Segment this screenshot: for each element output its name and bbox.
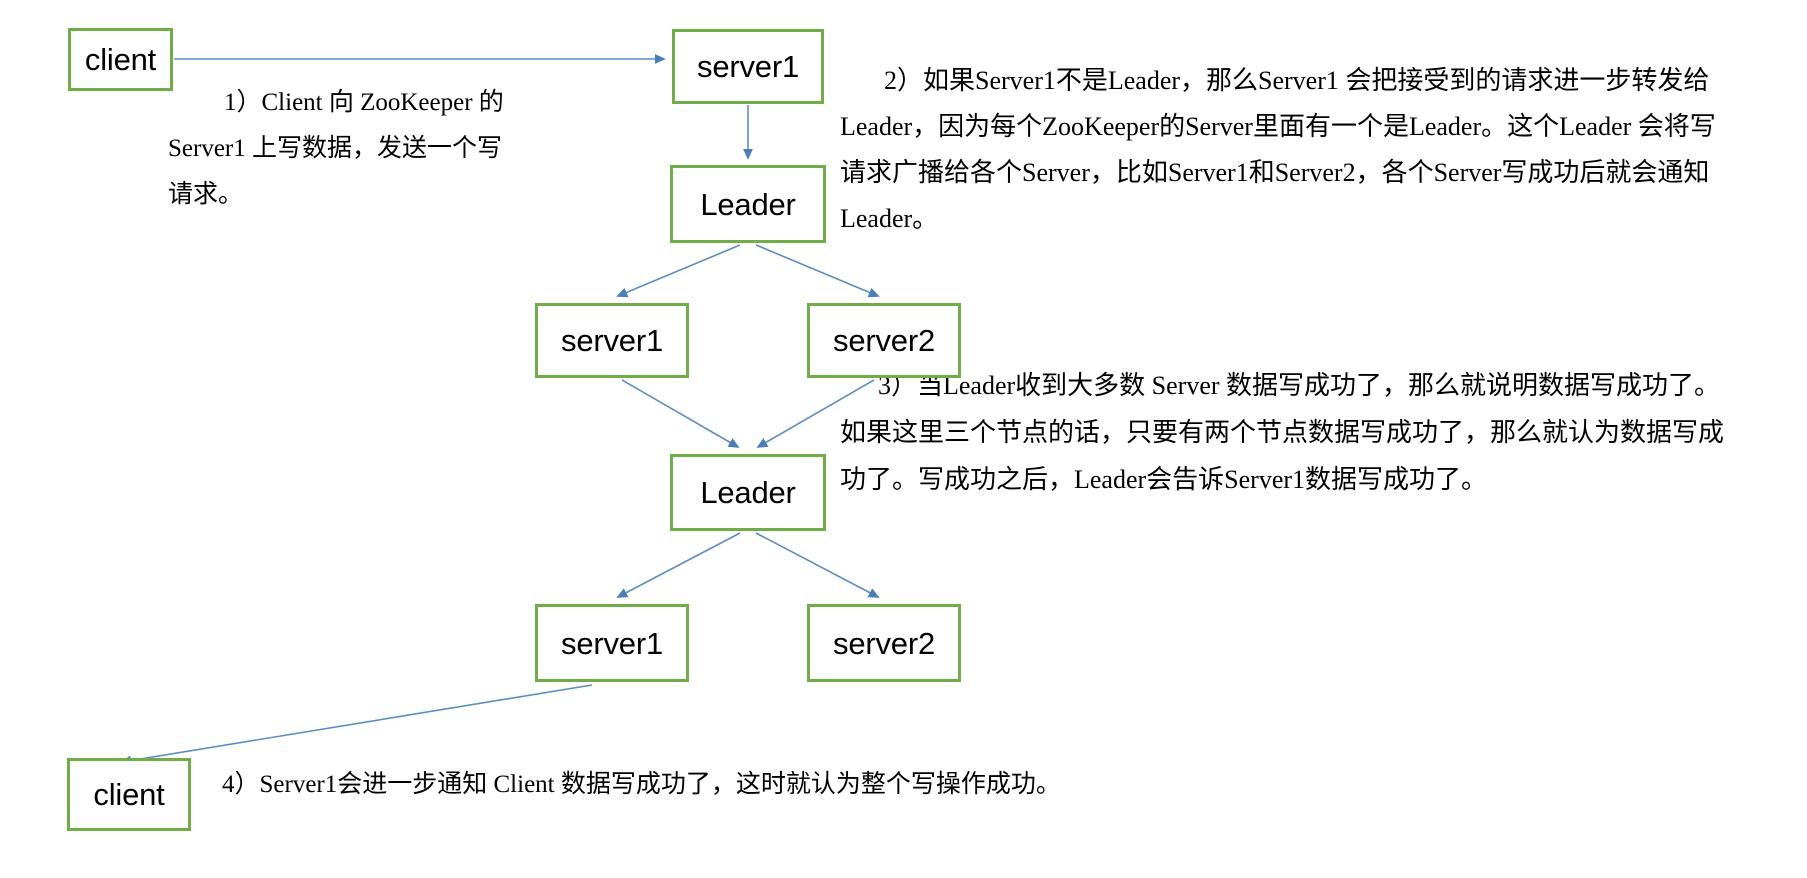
- note-step-3: 3）当Leader收到大多数 Server 数据写成功了，那么就说明数据写成功了…: [840, 362, 1800, 503]
- node-server2-middle[interactable]: server2: [807, 303, 961, 378]
- edge-leader2-to-server1-bottom: [616, 532, 741, 598]
- note-step-2-line-1: 2）如果Server1不是Leader，那么Server1 会把接受到的请求进一…: [884, 66, 1710, 95]
- edge-server1-bottom-to-client: [120, 684, 593, 766]
- note-step-2-line-4: Leader。: [840, 204, 939, 233]
- edge-server1-mid-to-leader2: [621, 379, 740, 448]
- edge-leader-to-server1-mid: [616, 244, 741, 298]
- note-step-3-line-3: 功了。写成功之后，Leader会告诉Server1数据写成功了。: [840, 465, 1488, 494]
- node-client-bottom[interactable]: client: [67, 758, 191, 831]
- note-step-1-line-2: Server1 上写数据，发送一个写: [168, 135, 502, 162]
- note-step-2-line-2: Leader，因为每个ZooKeeper的Server里面有一个是Leader。…: [840, 112, 1716, 141]
- note-step-2: 2）如果Server1不是Leader，那么Server1 会把接受到的请求进一…: [840, 58, 1800, 242]
- note-step-4-line-1: 4）Server1会进一步通知 Client 数据写成功了，这时就认为整个写操作…: [222, 771, 1061, 798]
- edge-leader-to-server2-mid: [755, 244, 880, 298]
- node-client-top[interactable]: client: [68, 28, 173, 91]
- note-step-3-line-2: 如果这里三个节点的话，只要有两个节点数据写成功了，那么就认为数据写成: [840, 418, 1725, 447]
- note-step-3-line-1: 3）当Leader收到大多数 Server 数据写成功了，那么就说明数据写成功了…: [878, 371, 1721, 400]
- note-step-2-line-3: 请求广播给各个Server，比如Server1和Server2，各个Server…: [840, 158, 1710, 187]
- node-server1-top[interactable]: server1: [672, 29, 824, 104]
- node-leader-second[interactable]: Leader: [670, 454, 826, 531]
- edge-leader2-to-server2-bottom: [755, 532, 880, 598]
- note-step-1: 1）Client 向 ZooKeeper 的 Server1 上写数据，发送一个…: [168, 80, 608, 218]
- node-leader-first[interactable]: Leader: [670, 165, 826, 243]
- note-step-4: 4）Server1会进一步通知 Client 数据写成功了，这时就认为整个写操作…: [222, 762, 1322, 808]
- node-server2-bottom[interactable]: server2: [807, 604, 961, 682]
- node-server1-bottom[interactable]: server1: [535, 604, 689, 682]
- note-step-1-line-3: 请求。: [168, 181, 244, 208]
- node-server1-middle[interactable]: server1: [535, 303, 689, 378]
- note-step-1-line-1: 1）Client 向 ZooKeeper 的: [224, 89, 504, 116]
